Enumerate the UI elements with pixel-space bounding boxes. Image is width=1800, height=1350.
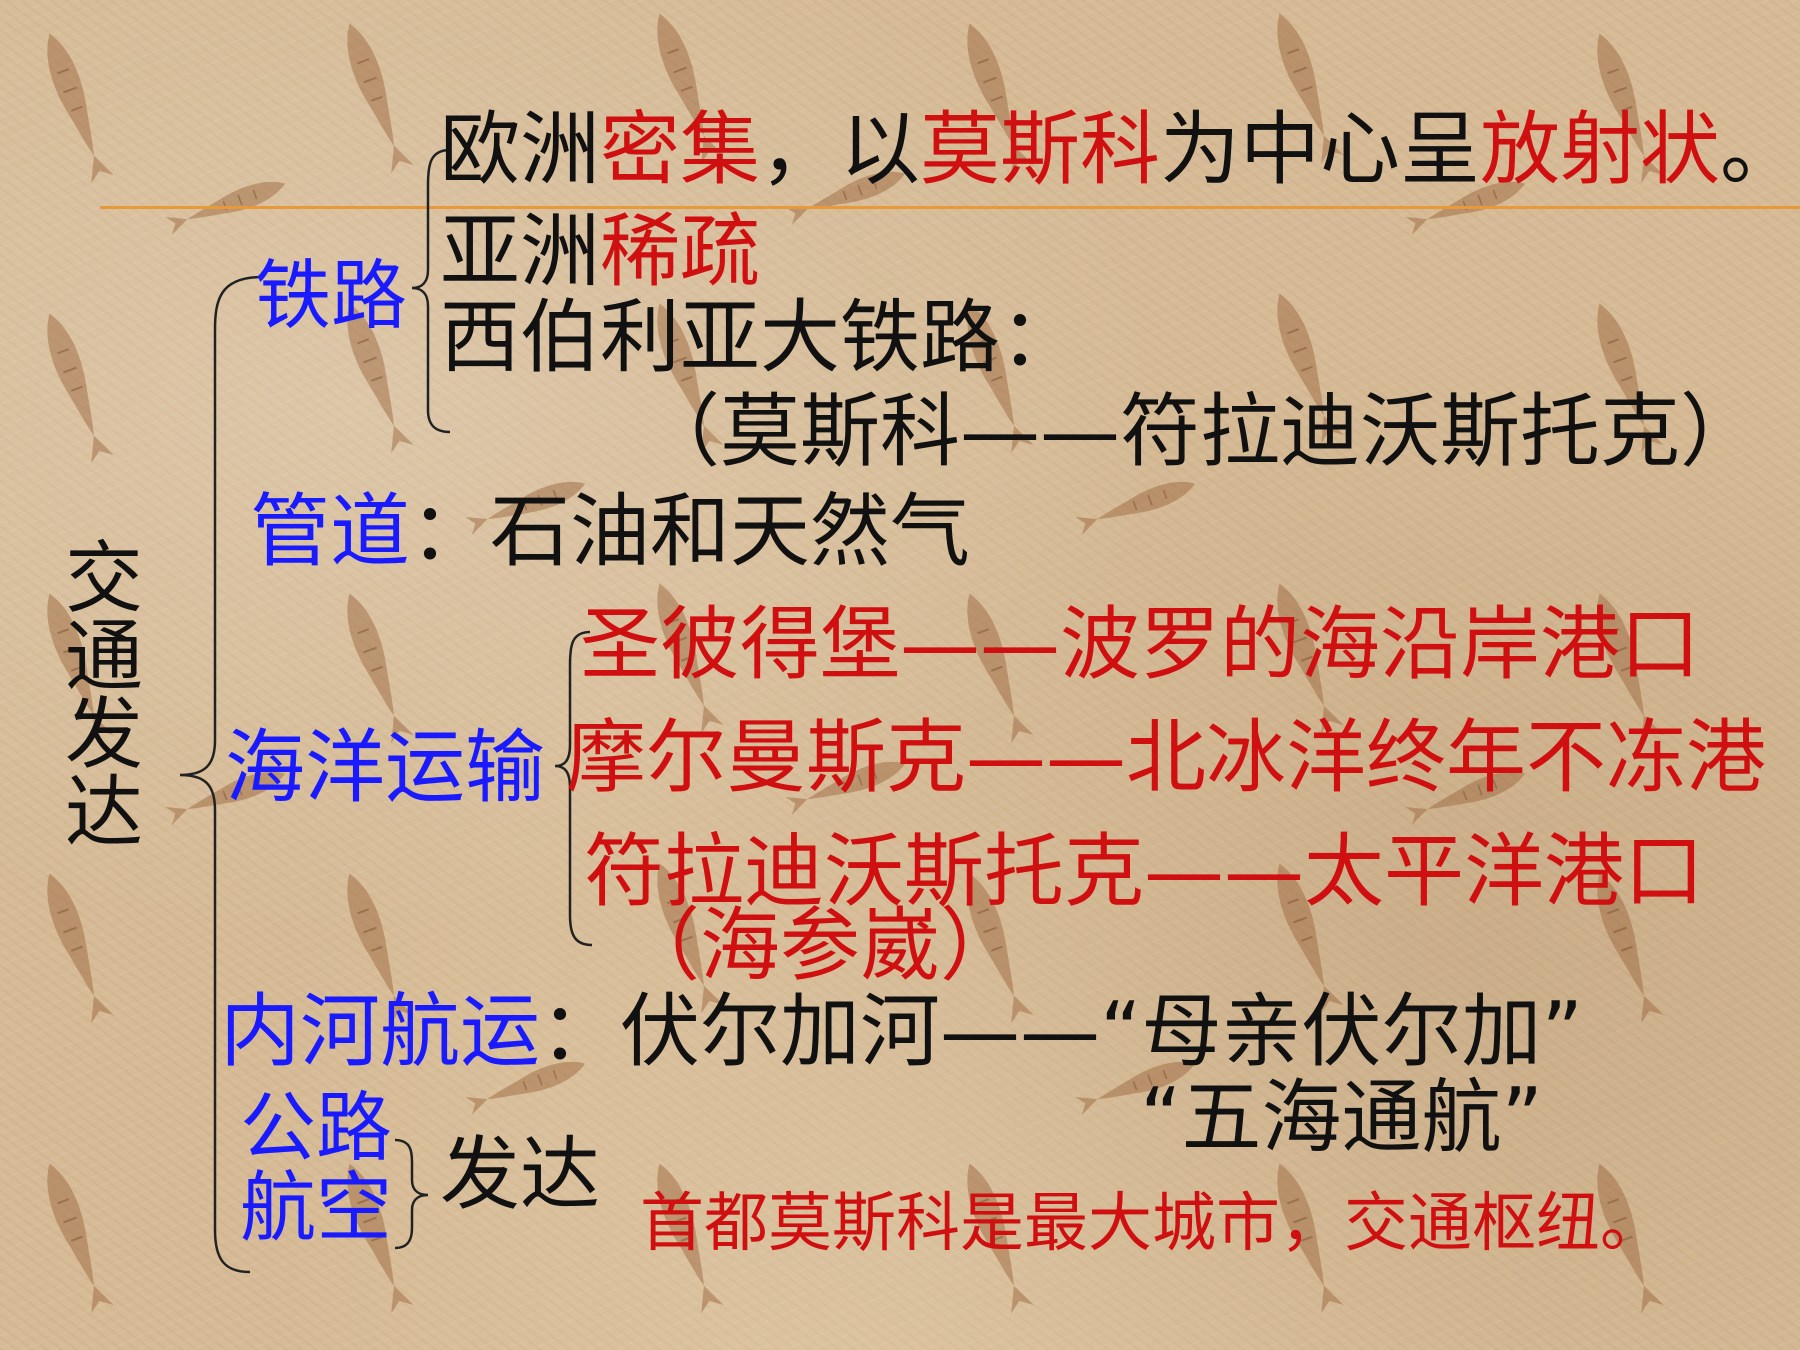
ocean-item-st-petersburg: 圣彼得堡——波罗的海沿岸港口 [580, 598, 1700, 691]
pipeline-label: 管道 [250, 485, 410, 578]
vertical-title: 交 通 发 达 [62, 540, 146, 852]
railway-line-europe: 欧洲密集，以莫斯科为中心呈放射状。 [440, 103, 1800, 196]
ocean-item-vladivostok: 符拉迪沃斯托克——太平洋港口 [584, 825, 1704, 918]
ocean-label: 海洋运输 [225, 721, 545, 814]
river-text-2: “五海通航” [1140, 1071, 1543, 1164]
title-char: 达 [64, 768, 143, 858]
title-char: 交 [64, 534, 143, 624]
ocean-item-murmansk: 摩尔曼斯克——北冰洋终年不冻港 [566, 711, 1766, 804]
railway-brace [411, 148, 451, 434]
railway-line-route: （莫斯科——符拉迪沃斯托克） [640, 385, 1760, 478]
river-label: 内河航运 [220, 985, 540, 1078]
capital-note: 首都莫斯科是最大城市，交通枢纽。 [640, 1187, 1664, 1261]
road-label: 公路 [240, 1083, 392, 1172]
river-row: 内河航运：伏尔加河——“母亲伏尔加” [220, 992, 1583, 1072]
railway-line-siberian: 西伯利亚大铁路： [440, 291, 1080, 384]
railway-line-asia: 亚洲稀疏 [440, 205, 760, 298]
railway-label: 铁路 [255, 251, 407, 340]
ocean-brace [554, 630, 593, 947]
title-char: 通 [64, 612, 143, 702]
pipeline-row: 管道：石油和天然气 [250, 492, 970, 572]
road-air-text: 发达 [440, 1128, 600, 1221]
air-label: 航空 [240, 1163, 392, 1252]
river-text: ：伏尔加河——“母亲伏尔加” [540, 985, 1583, 1078]
title-char: 发 [64, 690, 143, 780]
road-air-brace [394, 1138, 429, 1250]
pipeline-text: ：石油和天然气 [410, 485, 970, 578]
orange-rule-line [100, 206, 1800, 209]
ocean-item-note: （海参崴） [620, 899, 1020, 992]
main-brace [179, 275, 263, 1274]
